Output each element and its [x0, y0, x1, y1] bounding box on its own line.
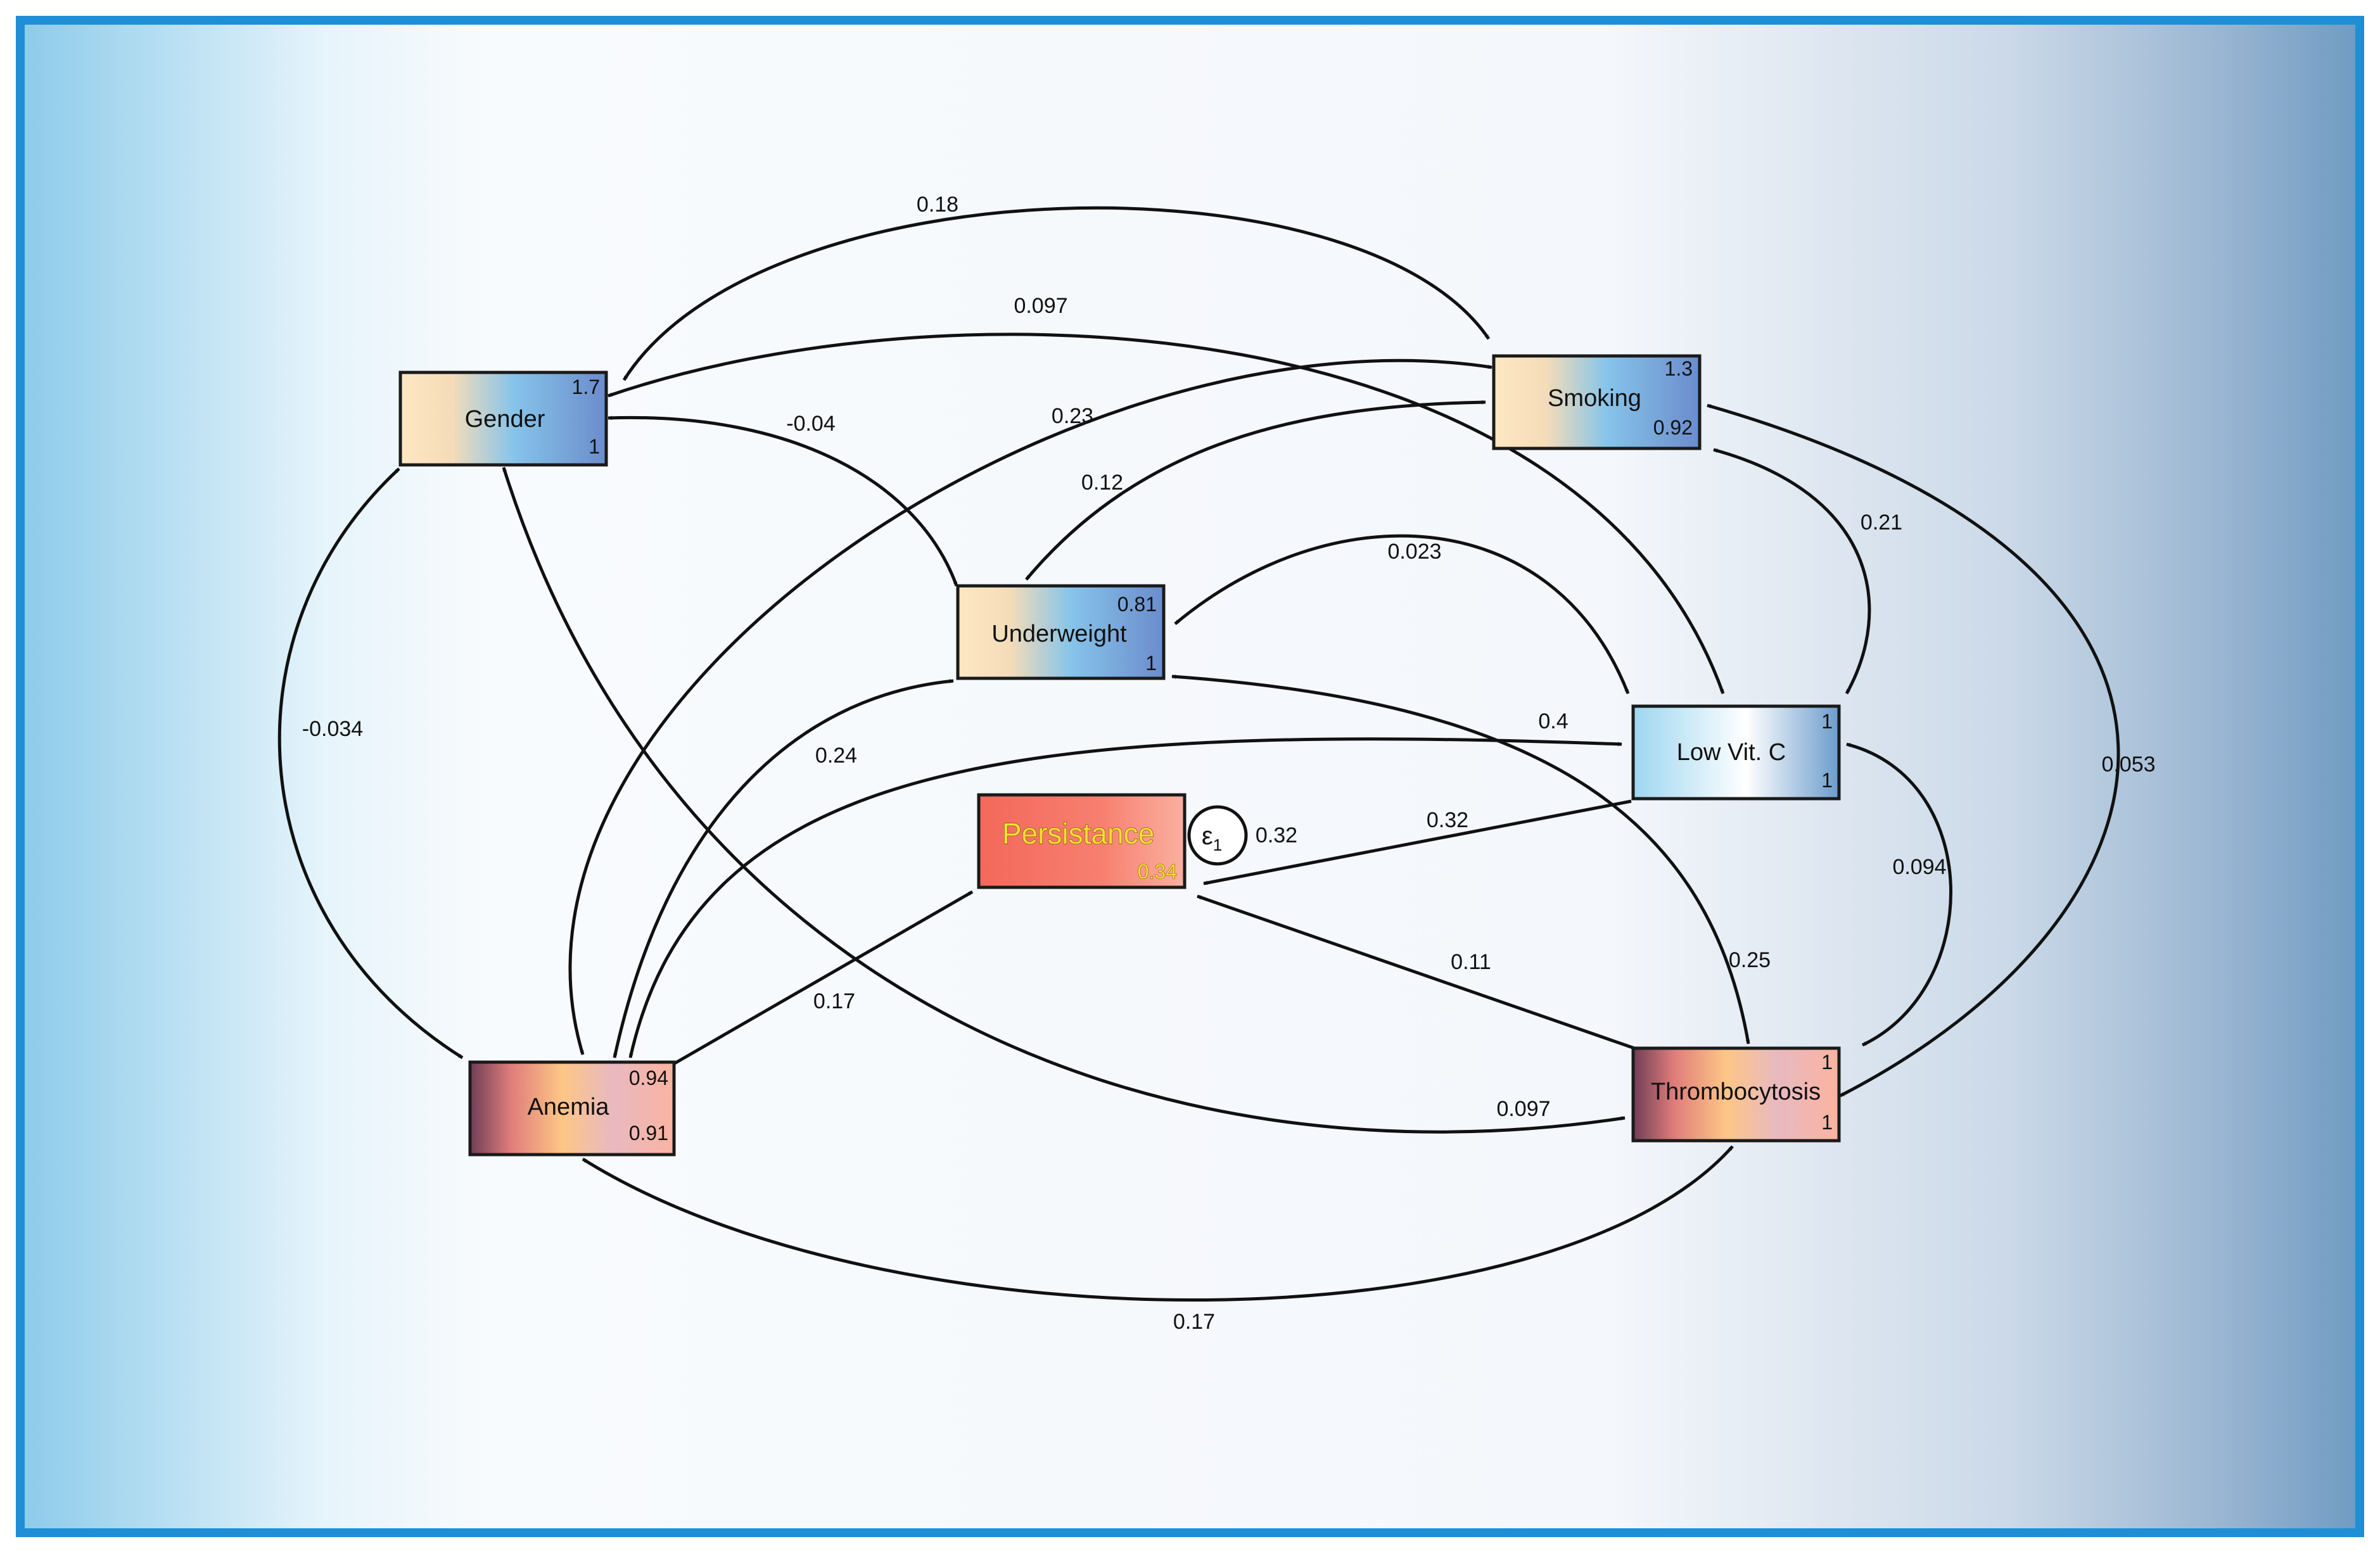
- edge-label-lowvitc-persistance: 0.32: [1427, 808, 1468, 832]
- edge-lowvitc-thrombocytosis: [1846, 742, 1952, 1047]
- node-stat-persistance: 0.34: [1138, 860, 1177, 883]
- edge-label-gender-anemia: -0.034: [302, 717, 363, 741]
- node-stat-top-smoking: 1.3: [1665, 357, 1693, 380]
- edge-label-anemia-underweight: 0.24: [815, 744, 857, 768]
- error-term-circle: [1187, 805, 1248, 866]
- edge-gender-thrombocytosis: [502, 467, 1626, 1134]
- node-box-anemia: [468, 1060, 676, 1157]
- edge-label-lowvitc-thrombocytosis: 0.094: [1892, 855, 1946, 879]
- edge-label-smoking-lowvitc: 0.21: [1861, 510, 1902, 535]
- node-label-anemia: Anemia: [528, 1094, 610, 1120]
- node-label-gender: Gender: [465, 406, 545, 433]
- diagram-frame: [16, 16, 2364, 1537]
- node-box-persistance: [977, 793, 1187, 889]
- edge-anemia-thrombocytosis: [582, 1145, 1734, 1302]
- node-label-persistance: Persistance: [1002, 817, 1154, 850]
- node-label-thrombocytosis: Thrombocytosis: [1651, 1079, 1821, 1105]
- edge-label-underweight-smoking: 0.12: [1081, 471, 1123, 495]
- node-stat-top-anemia: 0.94: [629, 1067, 668, 1089]
- edge-gender-lowvitc: [608, 333, 1725, 694]
- node-box-lowvitc: [1631, 704, 1841, 801]
- node-label-lowvitc: Low Vit. C: [1677, 739, 1786, 766]
- edge-gender-smoking: [622, 206, 1491, 381]
- edge-gender-anemia: [277, 467, 464, 1060]
- edge-label-gender-underweight: -0.04: [786, 412, 836, 436]
- edge-label-underweight-thrombocytosis: 0.25: [1729, 948, 1771, 972]
- node-stat-bottom-gender: 1: [589, 435, 600, 458]
- node-stat-top-lowvitc: 1: [1821, 710, 1833, 733]
- node-stat-bottom-underweight: 1: [1145, 652, 1157, 675]
- node-underweight: Underweight 0.81 1: [956, 584, 1166, 680]
- node-stat-bottom-smoking: 0.92: [1653, 416, 1693, 439]
- node-anemia: Anemia 0.94 0.91: [468, 1060, 676, 1157]
- node-stat-bottom-lowvitc: 1: [1821, 769, 1833, 792]
- node-box-thrombocytosis: [1631, 1046, 1841, 1143]
- edge-label-gender-thrombocytosis: 0.097: [1496, 1097, 1550, 1121]
- node-stat-bottom-anemia: 0.91: [629, 1122, 668, 1144]
- edge-label-smoking-thrombocytosis: 0.053: [2101, 752, 2155, 777]
- edge-label-gender-lowvitc: 0.097: [1014, 294, 1067, 318]
- node-lowvitc: Low Vit. C 1 1: [1631, 704, 1841, 801]
- edge-label-anemia-lowvitc: 0.4: [1538, 709, 1568, 733]
- error-term-symbol: ε1: [1202, 822, 1222, 854]
- error-term-value: 0.32: [1256, 823, 1297, 847]
- node-label-smoking: Smoking: [1548, 385, 1641, 412]
- diagram-background: [20, 20, 2360, 1533]
- edges: [277, 206, 2120, 1302]
- edge-smoking-thrombocytosis: [1707, 403, 2120, 1098]
- node-stat-top-gender: 1.7: [572, 376, 600, 398]
- node-smoking: Smoking 1.3 0.92: [1492, 354, 1702, 450]
- node-thrombocytosis: Thrombocytosis 1 1: [1631, 1046, 1841, 1143]
- node-box-gender: [398, 371, 608, 467]
- node-stat-top-thrombocytosis: 1: [1821, 1051, 1833, 1074]
- node-box-underweight: [956, 584, 1166, 680]
- node-gender: Gender 1.7 1: [398, 371, 608, 467]
- edge-labels: 0.18 0.097 -0.04 0.23 0.12 0.023 0.21 -0…: [302, 193, 2156, 1334]
- node-stat-bottom-thrombocytosis: 1: [1821, 1111, 1833, 1134]
- edge-label-anemia-smoking: 0.23: [1052, 404, 1093, 428]
- node-stat-top-underweight: 0.81: [1117, 593, 1157, 616]
- edge-label-anemia-persistance: 0.17: [813, 989, 855, 1013]
- node-persistance: Persistance 0.34: [977, 793, 1187, 889]
- node-label-underweight: Underweight: [991, 621, 1127, 647]
- edge-label-underweight-lowvitc: 0.023: [1387, 540, 1441, 564]
- edge-label-gender-smoking: 0.18: [917, 193, 958, 217]
- error-term: ε1 0.32: [1187, 805, 1297, 866]
- edge-label-anemia-thrombocytosis: 0.17: [1173, 1310, 1215, 1334]
- node-box-smoking: [1492, 354, 1702, 450]
- edge-label-thrombocytosis-persistance: 0.11: [1451, 950, 1491, 974]
